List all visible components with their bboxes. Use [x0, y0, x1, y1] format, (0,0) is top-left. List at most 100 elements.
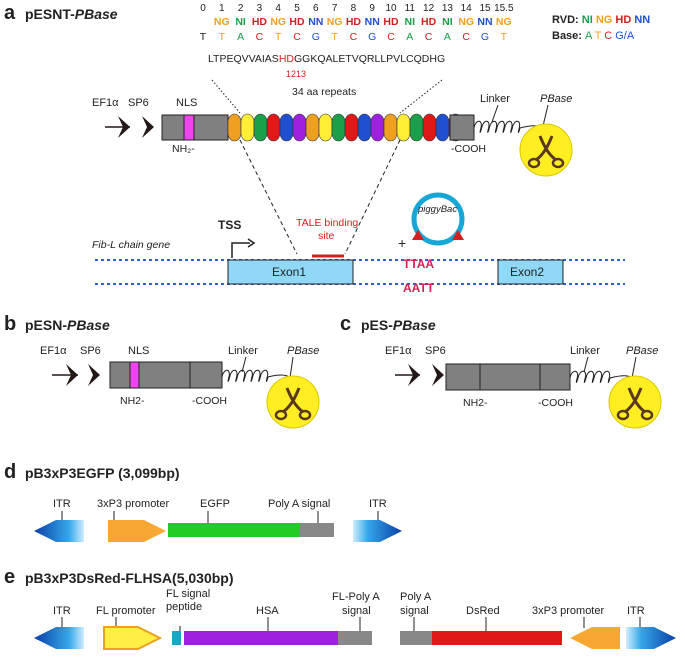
e-fl-polya-box [338, 631, 372, 645]
rvd-code: HD [346, 16, 362, 28]
panel-d-title: pB3xP3EGFP (3,099bp) [25, 465, 180, 481]
rvd-code: NI [405, 16, 416, 28]
b-linker-coil [221, 369, 297, 389]
e-fl-polya-label-2: signal [342, 605, 371, 617]
panel-d-letter: d [4, 461, 16, 483]
rvd-position: 0 [200, 3, 206, 14]
repeat-unit [279, 113, 294, 142]
rvd-code: NI [442, 16, 453, 28]
panel-a-title: pESNT-PBase [25, 6, 118, 22]
repeat-unit [435, 113, 450, 142]
d-itr-left-label: ITR [53, 498, 71, 510]
d-itr-right-label: ITR [369, 498, 387, 510]
repeat-unit [305, 113, 320, 142]
aatt-label: AATT [403, 281, 435, 295]
d-3xp3-arrow [108, 520, 166, 542]
rvd-position: 5 [294, 3, 300, 14]
binding-site-label-1: TALE binding [296, 217, 358, 229]
c-pbase-scissors-icon [607, 374, 663, 430]
rvd-base: C [256, 31, 264, 43]
c-nh2-label: NH2- [463, 397, 488, 409]
rvd-position: 15 [479, 3, 491, 14]
hd-position-label: 1213 [286, 69, 306, 79]
rvd-code: HD [289, 16, 305, 28]
rvd-position: 2 [238, 3, 244, 14]
rvd-legend: RVD: NI NG HD NN [552, 14, 650, 26]
n-terminal-domain [161, 114, 229, 141]
repeat-unit [344, 113, 359, 142]
d-egfp-box [168, 523, 300, 537]
repeat-unit [383, 113, 398, 142]
gene-label: Fib-L chain gene [92, 239, 170, 251]
rvd-base: C [462, 31, 470, 43]
panel-c-title: pES-PBase [361, 317, 436, 333]
rvd-code: NN [308, 16, 323, 28]
d-polya-label: Poly A signal [268, 498, 330, 510]
repeat-zoom-line-right [399, 79, 443, 114]
rvd-position: 11 [405, 3, 416, 14]
rvd-base: G [481, 31, 489, 43]
c-linker-coil [569, 370, 639, 389]
e-dsred-label: DsRed [466, 605, 500, 617]
legend-rvd-item: NN [634, 14, 650, 26]
repeat-unit [396, 113, 411, 142]
e-3xp3-label: 3xP3 promoter [532, 605, 604, 617]
piggybac-plasmid [411, 192, 465, 246]
sp6-promoter-arrow [142, 116, 154, 138]
binding-line-right [344, 139, 401, 255]
exon1-box [227, 259, 354, 285]
base-legend: Base: A T C G/A [552, 30, 635, 42]
rvd-position: 13 [442, 3, 454, 14]
nls-box [183, 114, 195, 141]
d-polya-box [300, 523, 334, 537]
e-fl-signal-label-1: FL signal [166, 588, 210, 600]
repeat-unit [357, 113, 372, 142]
e-hsa-box [184, 631, 338, 645]
rvd-base: T [200, 31, 207, 43]
c-tale-box [445, 363, 571, 391]
e-fl-promoter-arrow [103, 626, 163, 650]
tss-label: TSS [218, 218, 241, 232]
sp6-label: SP6 [128, 97, 149, 109]
pbase-scissors-icon [518, 122, 574, 178]
plus-sign: + [398, 235, 406, 251]
rvd-position: 7 [332, 3, 338, 14]
rvd-base: A [406, 31, 413, 43]
rvd-base: A [444, 31, 451, 43]
panel-e-title: pB3xP3DsRed-FLHSA(5,030bp) [25, 570, 234, 586]
nls-label: NLS [176, 97, 197, 109]
repeat-unit [409, 113, 424, 142]
panel-b-title: pESN-PBase [25, 317, 110, 333]
d-itr-right-arrow [353, 520, 402, 542]
rvd-code: NG [458, 16, 474, 28]
rvd-table: 0T1NGT2NIA3HDC4NGT5HDC6NNG7NGT8HDC9NNG10… [200, 3, 514, 43]
rvd-position: 15.5 [494, 3, 514, 14]
repeat-unit [370, 113, 385, 142]
binding-line-left [239, 139, 298, 255]
rvd-base: C [350, 31, 358, 43]
d-egfp-label: EGFP [200, 498, 230, 510]
rvd-base: T [331, 31, 338, 43]
linker-label: Linker [480, 93, 510, 105]
repeat-unit [240, 113, 255, 142]
nh2-label: NH₂- [172, 143, 195, 155]
e-fl-signal-box [172, 631, 181, 645]
cooh-label: -COOH [451, 143, 486, 155]
piggybac-itr-right [452, 230, 464, 240]
rvd-base: T [501, 31, 508, 43]
b-sp6-arrow [88, 364, 100, 386]
rvd-base: G [368, 31, 376, 43]
ef1a-label: EF1α [92, 97, 119, 109]
legend-rvd-item: NG [596, 14, 616, 26]
panel-b-letter: b [4, 313, 16, 335]
e-polya-box [400, 631, 432, 645]
rvd-position: 3 [257, 3, 263, 14]
rvd-base: C [293, 31, 301, 43]
rvd-base: A [237, 31, 244, 43]
tale-repeats [227, 113, 463, 142]
rvd-code: HD [421, 16, 437, 28]
rvd-position: 10 [385, 3, 397, 14]
repeats-label: 34 aa repeats [292, 86, 356, 98]
c-linker-label: Linker [570, 345, 600, 357]
